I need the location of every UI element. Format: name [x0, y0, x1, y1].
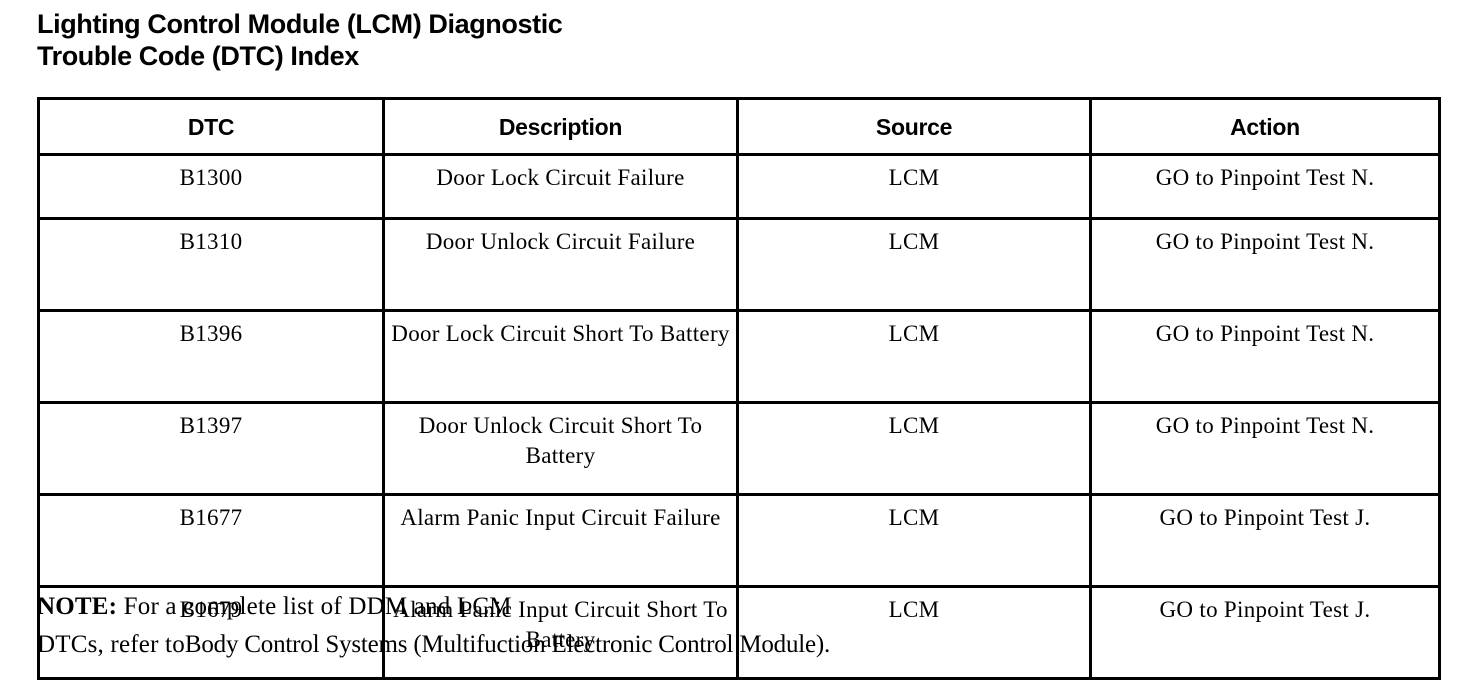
column-header-action: Action	[1089, 97, 1441, 156]
note-reference-link[interactable]: Body Control Systems (Multifuction Elect…	[184, 631, 831, 658]
cell-action: GO to Pinpoint Test J.	[1089, 585, 1441, 680]
cell-description: Alarm Panic Input Circuit Failure	[382, 493, 739, 588]
cell-action: GO to Pinpoint Test J.	[1089, 493, 1441, 588]
cell-action: GO to Pinpoint Test N.	[1089, 217, 1441, 312]
table-row: B1396 Door Lock Circuit Short To Battery…	[37, 309, 1441, 404]
cell-description: Door Lock Circuit Short To Battery	[382, 309, 739, 404]
note-line-2: DTCs, refer toBody Control Systems (Mult…	[37, 626, 1427, 664]
cell-source: LCM	[736, 309, 1092, 404]
table-header: DTC Description Source Action	[37, 97, 1441, 156]
cell-dtc: B1300	[37, 153, 385, 220]
cell-dtc: B1397	[37, 401, 385, 496]
cell-dtc: B1310	[37, 217, 385, 312]
cell-action: GO to Pinpoint Test N.	[1089, 309, 1441, 404]
cell-description: Alarm Panic Input Circuit Short To Batte…	[382, 585, 739, 680]
table-row: B1397 Door Unlock Circuit Short To Batte…	[37, 401, 1441, 496]
cell-source: LCM	[736, 153, 1092, 220]
table-header-row: DTC Description Source Action	[37, 97, 1441, 156]
note-label: NOTE:	[37, 593, 118, 620]
column-header-dtc: DTC	[37, 97, 385, 156]
note-text-continued: DTCs, refer to	[37, 631, 185, 658]
cell-action: GO to Pinpoint Test N.	[1089, 153, 1441, 220]
dtc-table-container: DTC Description Source Action B1300 Door…	[37, 97, 1441, 680]
cell-description: Door Unlock Circuit Failure	[382, 217, 739, 312]
column-header-description: Description	[382, 97, 739, 156]
table-row: B1300 Door Lock Circuit Failure LCM GO t…	[37, 153, 1441, 220]
note-line-1: NOTE: For a complete list of DDM and LCM	[37, 588, 1427, 626]
cell-description: Door Lock Circuit Failure	[382, 153, 739, 220]
column-header-source: Source	[736, 97, 1092, 156]
cell-source: LCM	[736, 401, 1092, 496]
note-text: For a complete list of DDM and LCM	[117, 593, 512, 620]
page-title: Lighting Control Module (LCM) Diagnostic…	[37, 9, 563, 71]
table-row: B1679 Alarm Panic Input Circuit Short To…	[37, 585, 1441, 680]
table-body: B1300 Door Lock Circuit Failure LCM GO t…	[37, 153, 1441, 680]
cell-dtc: B1677	[37, 493, 385, 588]
cell-source: LCM	[736, 493, 1092, 588]
dtc-index-table: DTC Description Source Action B1300 Door…	[37, 97, 1441, 680]
cell-source: LCM	[736, 217, 1092, 312]
table-row: B1677 Alarm Panic Input Circuit Failure …	[37, 493, 1441, 588]
cell-action: GO to Pinpoint Test N.	[1089, 401, 1441, 496]
cell-description: Door Unlock Circuit Short To Battery	[382, 401, 739, 496]
note-block: NOTE: For a complete list of DDM and LCM…	[37, 588, 1427, 664]
cell-dtc: B1679	[37, 585, 385, 680]
cell-dtc: B1396	[37, 309, 385, 404]
cell-source: LCM	[736, 585, 1092, 680]
table-row: B1310 Door Unlock Circuit Failure LCM GO…	[37, 217, 1441, 312]
